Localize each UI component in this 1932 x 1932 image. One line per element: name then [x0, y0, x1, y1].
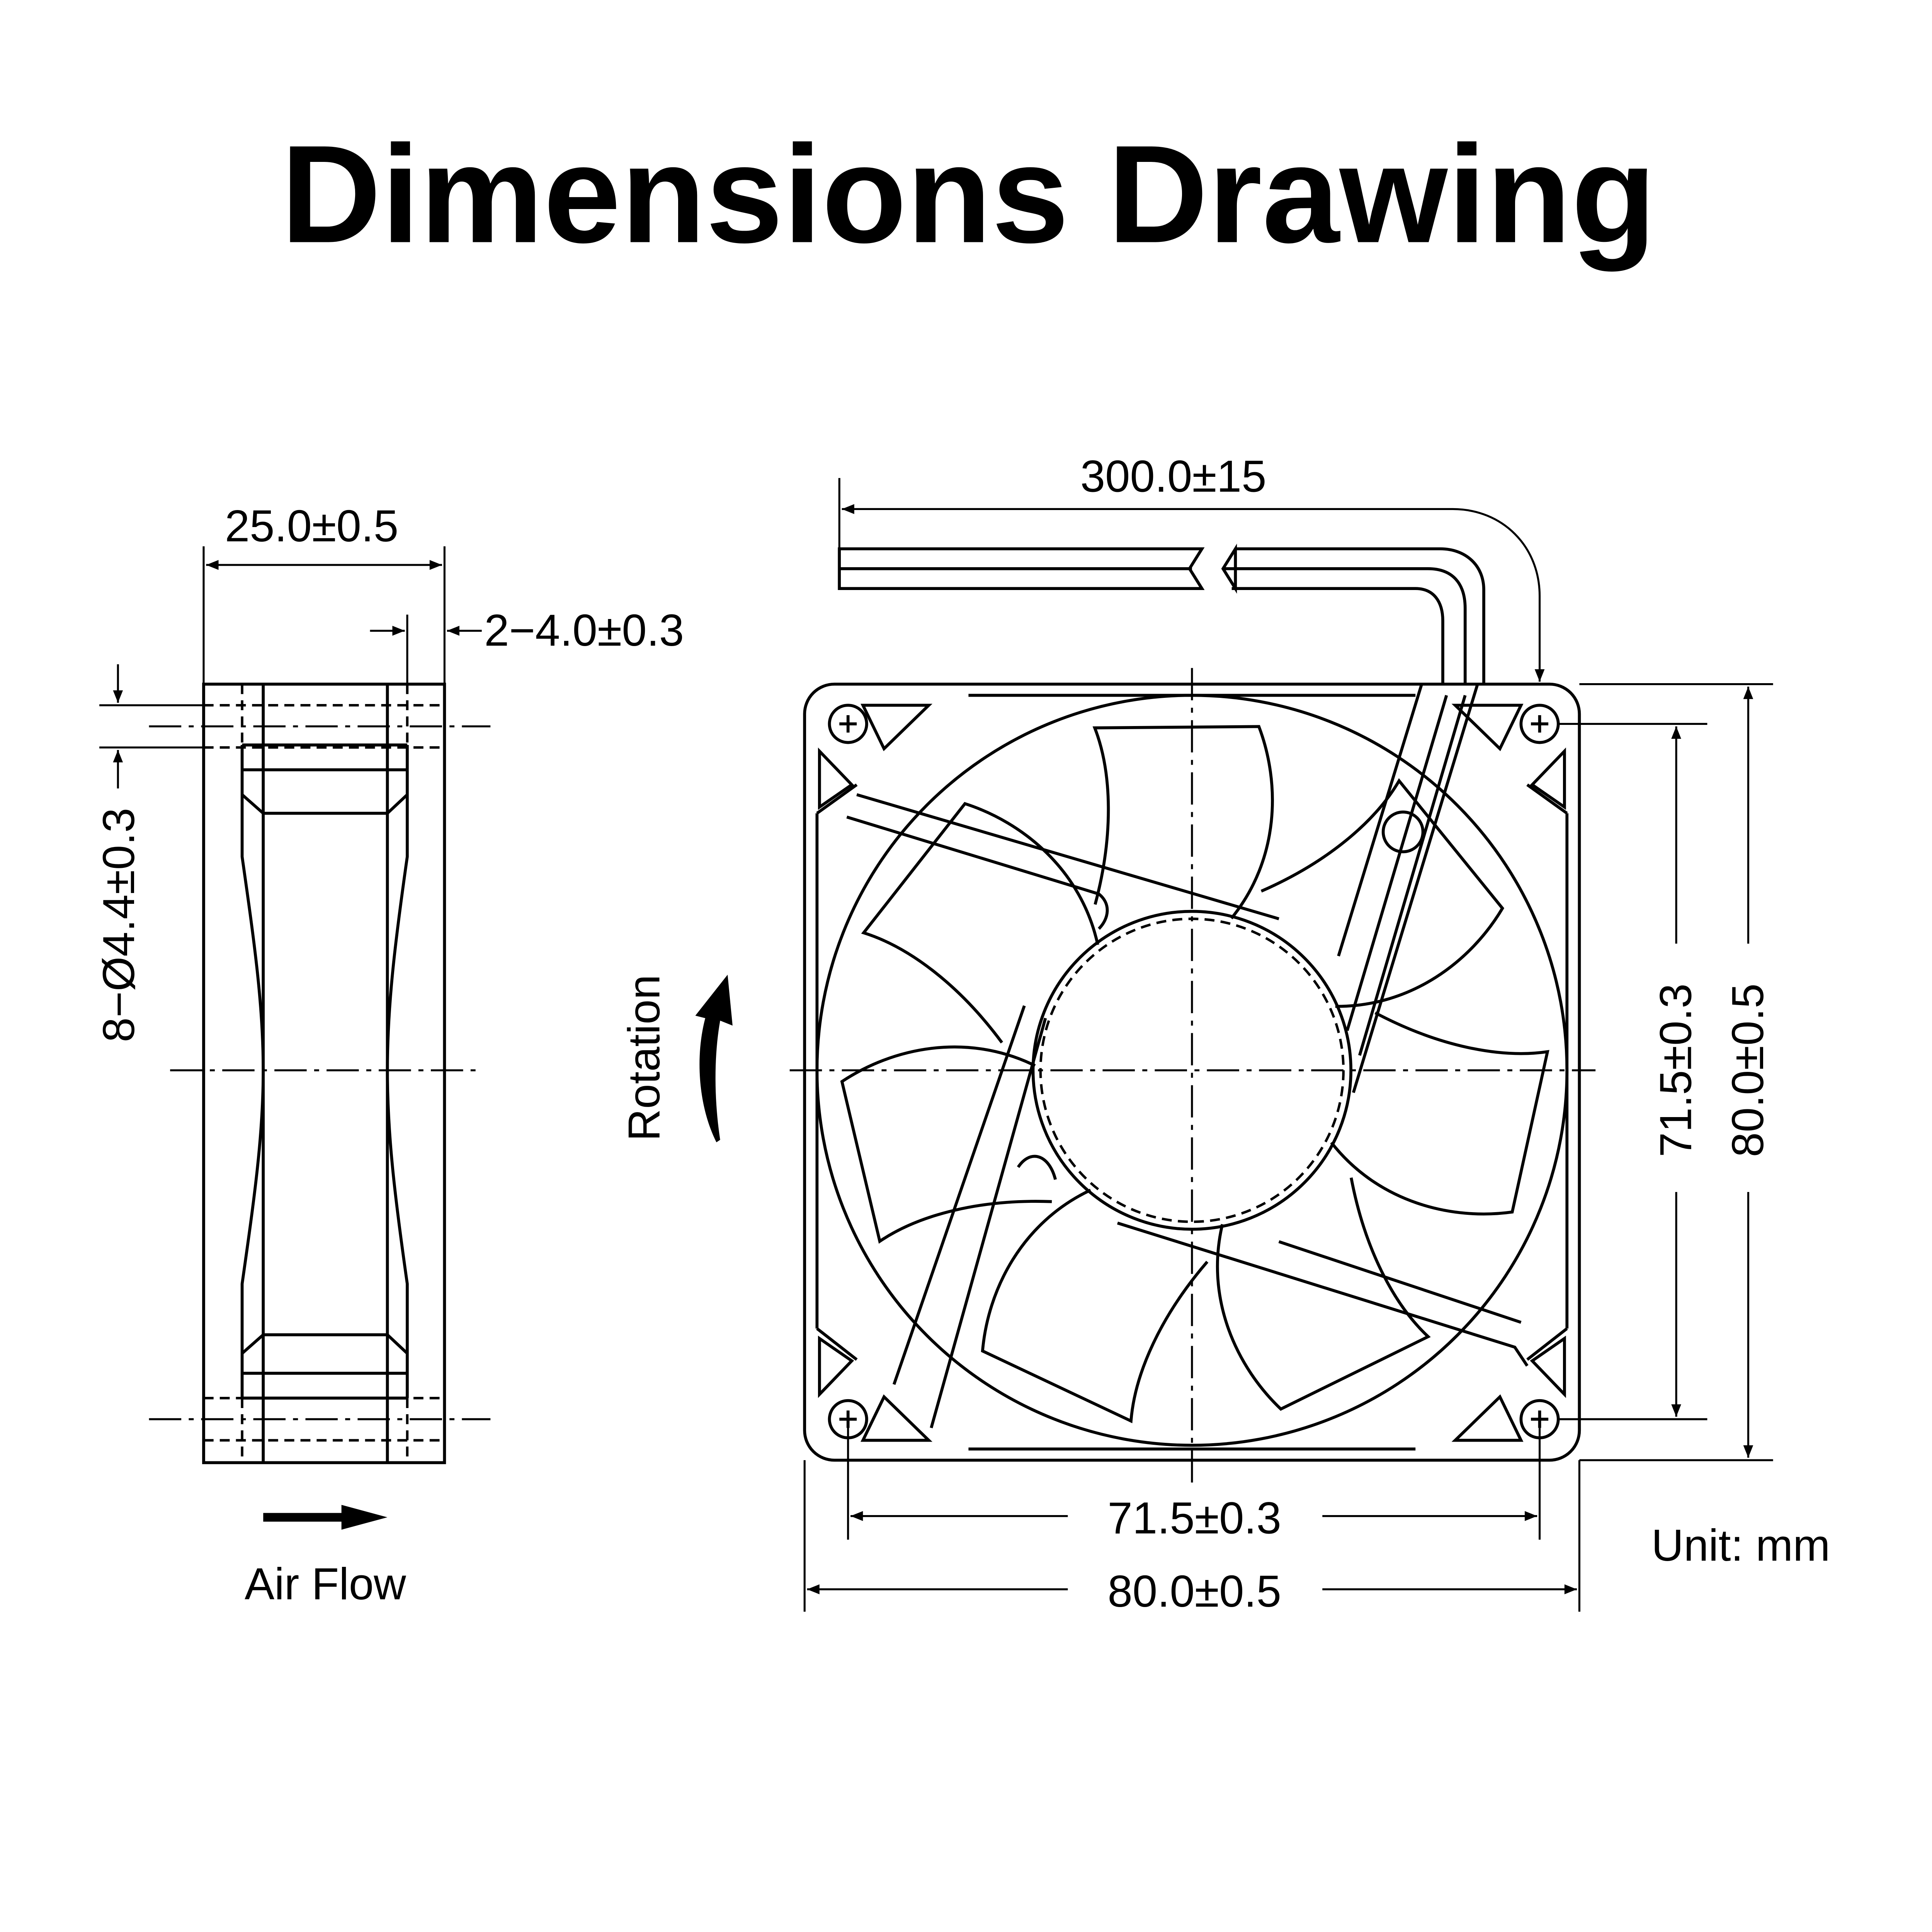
hole-spacing-v-dimension: 71.5±0.3 — [1651, 983, 1701, 1157]
fan-blade — [1092, 725, 1274, 920]
fan-shroud — [815, 694, 1569, 1447]
front-view: 300.0±15 71.5±0.3 80.0±0.5 71.5±0.3 80.0… — [789, 451, 1830, 1616]
hub-hidden — [1039, 917, 1345, 1223]
page-title: Dimensions Drawing — [281, 117, 1656, 273]
strut-left — [892, 1005, 1057, 1429]
wire-length-dimension: 300.0±15 — [1080, 451, 1267, 501]
rotation-arrow-icon — [695, 975, 733, 1143]
fan-blade — [1216, 1177, 1431, 1411]
side-view: 25.0±0.5 2−4.0±0.3 8−Ø4.4±0.3 Air Flow — [94, 501, 684, 1609]
width-dimension: 80.0±0.5 — [1108, 1566, 1281, 1616]
airflow-arrow-icon — [341, 1505, 388, 1530]
strut-bottom — [1117, 1221, 1529, 1367]
height-dimension: 80.0±0.5 — [1723, 983, 1773, 1157]
lead-wires — [838, 543, 1485, 684]
hole-dimension: 8−Ø4.4±0.3 — [94, 808, 144, 1042]
wire-channel — [1337, 684, 1479, 1093]
mount-hole-tl — [828, 704, 868, 744]
airflow-label: Air Flow — [245, 1559, 406, 1609]
fan-blade — [840, 1045, 1052, 1244]
rotation-label: Rotation — [619, 975, 669, 1141]
fan-blade — [1330, 1011, 1549, 1216]
strut-top — [846, 793, 1279, 930]
hole-spacing-h-dimension: 71.5±0.3 — [1108, 1493, 1281, 1543]
flange-dimension: 2−4.0±0.3 — [484, 605, 684, 655]
fan-blade — [981, 1189, 1209, 1423]
fan-blades — [840, 725, 1549, 1423]
unit-label: Unit: mm — [1651, 1520, 1830, 1570]
depth-dimension: 25.0±0.5 — [225, 501, 398, 551]
mount-hole-tr — [1519, 704, 1560, 744]
fan-blade — [1260, 778, 1505, 1008]
side-outline — [202, 682, 446, 1464]
fan-blade — [861, 802, 1099, 1044]
